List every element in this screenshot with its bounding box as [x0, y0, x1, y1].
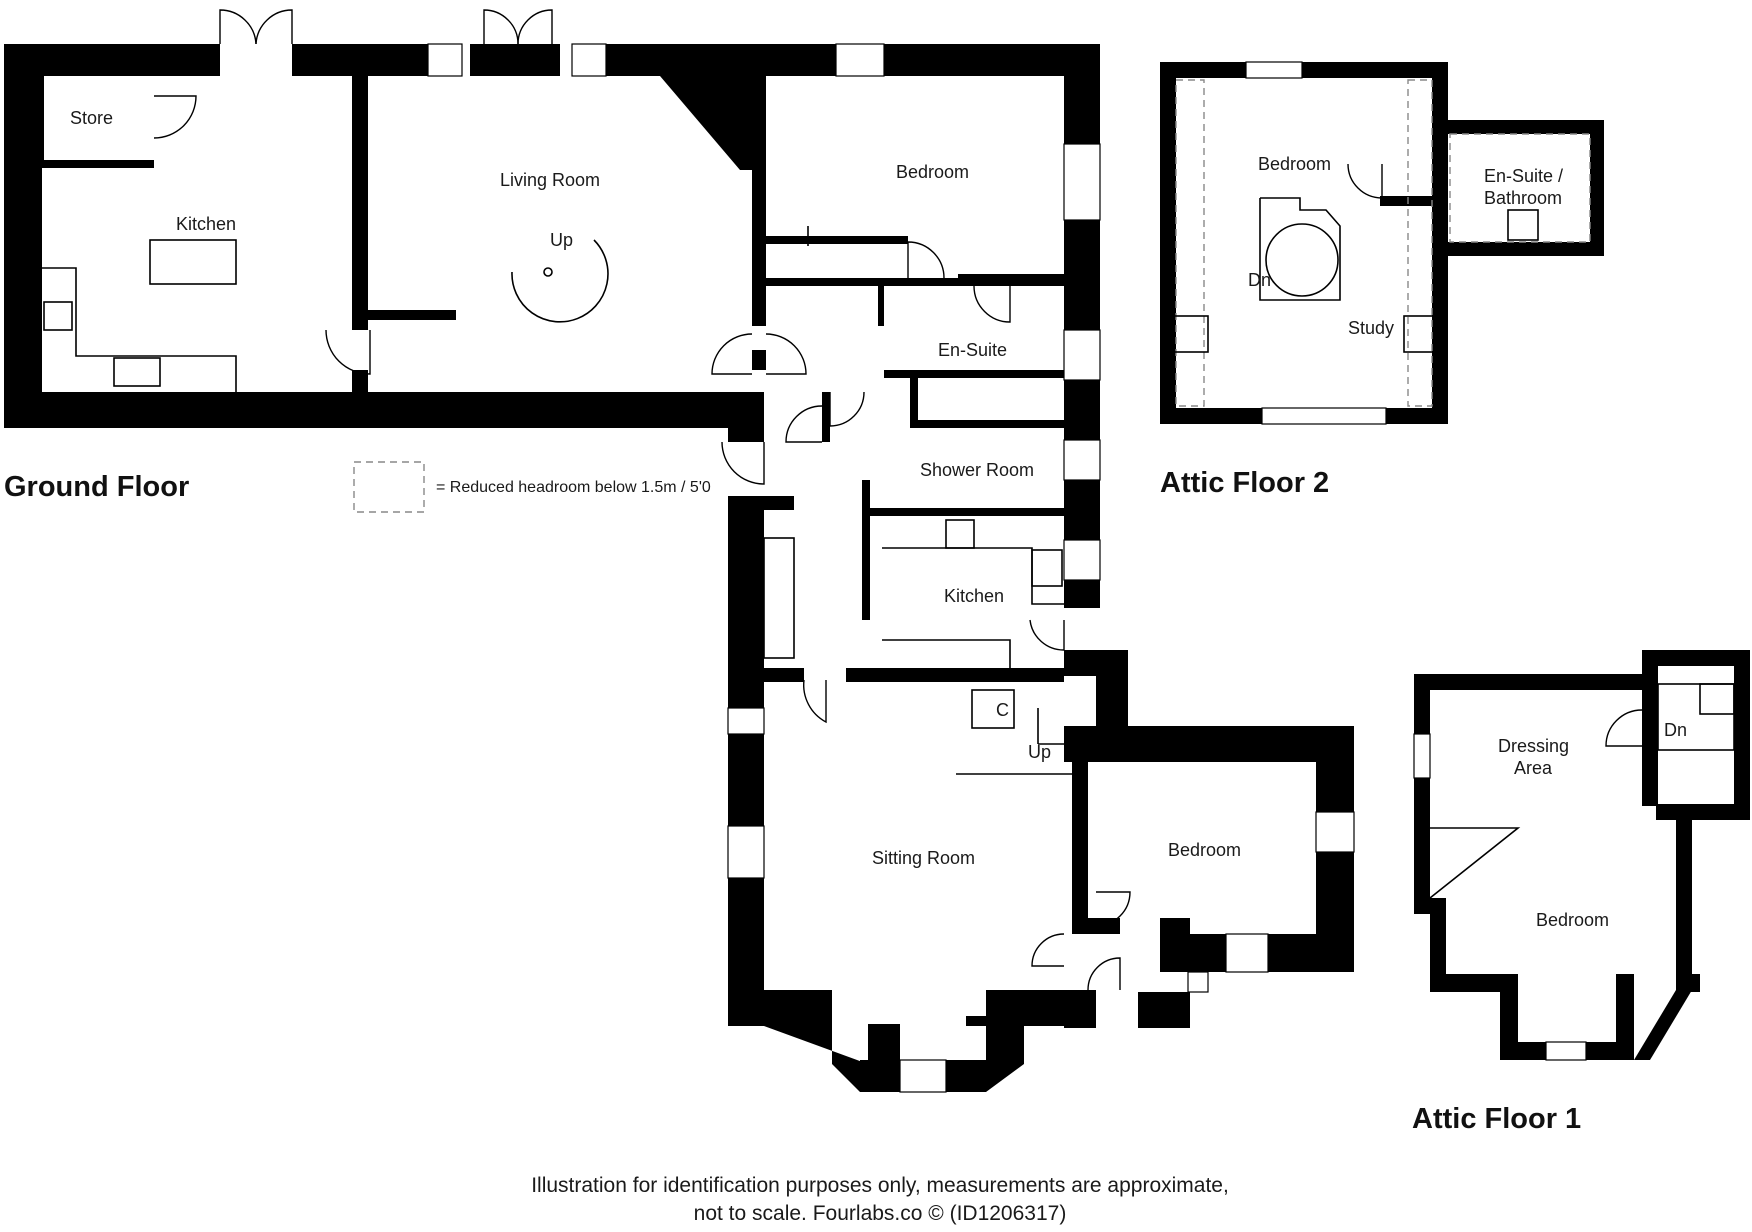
- room-label-attic1-bedroom: Bedroom: [1536, 910, 1609, 930]
- room-label-kitchen-2: Kitchen: [944, 586, 1004, 606]
- floor-title-ground: Ground Floor: [4, 471, 189, 503]
- room-label-kitchen-ground: Kitchen: [176, 214, 236, 234]
- floor-title-attic-2: Attic Floor 2: [1160, 467, 1329, 499]
- room-label-attic1-dressing-2: Area: [1514, 758, 1553, 778]
- attic-floor-2-plan: [1160, 61, 1604, 425]
- legend-text: = Reduced headroom below 1.5m / 5'0: [436, 479, 711, 496]
- stair-label-attic2-dn: Dn: [1248, 270, 1271, 290]
- footer-line-1: Illustration for identification purposes…: [531, 1174, 1229, 1197]
- reduced-headroom-swatch: [353, 461, 425, 513]
- attic-floor-1-plan: [1413, 650, 1750, 1061]
- stair-label-living-up: Up: [550, 230, 573, 250]
- room-label-bedroom-2: Bedroom: [1168, 840, 1241, 860]
- room-label-attic2-ensuite-1: En-Suite /: [1484, 166, 1563, 186]
- room-label-cupboard: C: [996, 700, 1009, 720]
- room-label-attic2-ensuite-2: Bathroom: [1484, 188, 1562, 208]
- room-label-bedroom-1: Bedroom: [896, 162, 969, 182]
- stair-label-attic1-dn: Dn: [1664, 720, 1687, 740]
- room-label-attic1-dressing-1: Dressing: [1498, 736, 1569, 756]
- room-label-living-room: Living Room: [500, 170, 600, 190]
- room-label-attic2-bedroom: Bedroom: [1258, 154, 1331, 174]
- room-label-store: Store: [70, 108, 113, 128]
- room-label-sitting-room: Sitting Room: [872, 848, 975, 868]
- stair-label-sitting-up: Up: [1028, 742, 1051, 762]
- floor-title-attic-1: Attic Floor 1: [1412, 1103, 1581, 1135]
- room-label-shower-room: Shower Room: [920, 460, 1034, 480]
- room-label-attic2-study: Study: [1348, 318, 1394, 338]
- footer-line-2: not to scale. Fourlabs.co © (ID1206317): [694, 1202, 1067, 1225]
- ground-floor-plan: [4, 9, 1355, 1093]
- room-label-en-suite: En-Suite: [938, 340, 1007, 360]
